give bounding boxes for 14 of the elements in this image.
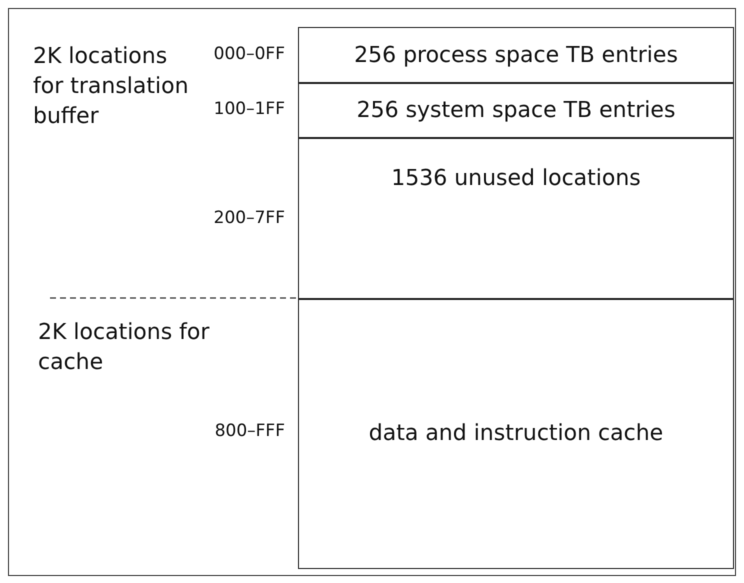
region-label: 256 system space TB entries [356, 98, 676, 123]
region-label: data and instruction cache [368, 421, 664, 446]
address-range: 200–7FF [214, 208, 285, 228]
memory-region-box [298, 298, 734, 569]
address-range: 100–1FF [214, 99, 285, 119]
section-label: 2K locations for cache [38, 319, 210, 377]
region-label: 256 process space TB entries [354, 43, 678, 68]
memory-region-box [298, 27, 734, 84]
region-label: 1536 unused locations [391, 166, 641, 191]
section-label: 2K locations for translation buffer [33, 43, 190, 131]
address-range: 800–FFF [214, 421, 285, 441]
memory-region-box [298, 137, 734, 300]
address-range: 000–0FF [214, 44, 285, 64]
memory-region-box [298, 82, 734, 139]
